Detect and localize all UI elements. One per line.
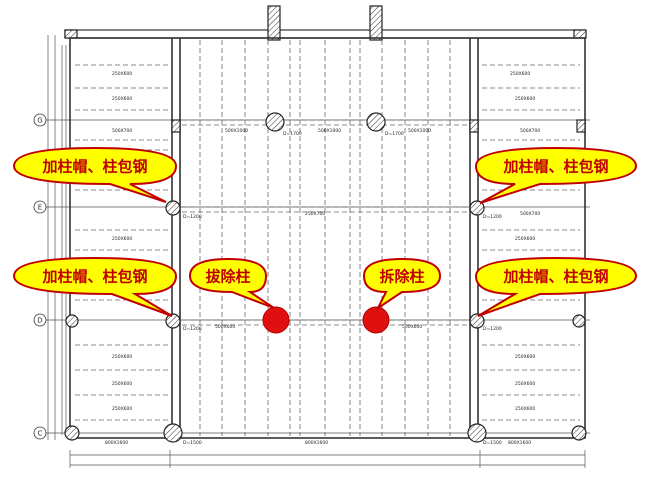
beam-label: 800X1600 <box>508 440 531 446</box>
column-label: D=1500 <box>483 440 502 446</box>
central-horizontal-beams <box>182 119 468 326</box>
callout-text: 加柱帽、柱包钢 <box>41 268 147 286</box>
callout-text: 拆除柱 <box>379 268 424 286</box>
beam-label: 250X600 <box>112 71 132 77</box>
left-bay-beams <box>61 45 170 435</box>
beam-label: 250X600 <box>510 71 530 77</box>
axis-bubbles: G E D C <box>33 113 47 440</box>
callout-text: 加柱帽、柱包钢 <box>502 268 608 286</box>
column-label: D=1200 <box>183 214 202 220</box>
callout-add-cap-left-mid: 加柱帽、柱包钢 <box>12 256 178 317</box>
column-label: D=1700 <box>283 131 302 137</box>
column-label: D=1200 <box>483 326 502 332</box>
beam-label: 250X600 <box>515 381 535 387</box>
beam-label: 250X600 <box>515 96 535 102</box>
beam-label: 500X700 <box>520 211 540 217</box>
callout-text: 加柱帽、柱包钢 <box>41 158 147 176</box>
axis-gridlines <box>45 119 590 434</box>
beam-label: 800X1600 <box>105 440 128 446</box>
callout-add-cap-right-mid: 加柱帽、柱包钢 <box>474 256 638 317</box>
beam-label: 500X700 <box>520 128 540 134</box>
column-label: D=1200 <box>483 214 502 220</box>
beam-label: 250X600 <box>515 354 535 360</box>
callout-add-cap-right-top: 加柱帽、柱包钢 <box>474 146 638 204</box>
column-label: D=1700 <box>385 131 404 137</box>
removed-column-left <box>262 306 290 334</box>
callout-text: 加柱帽、柱包钢 <box>502 158 608 176</box>
beam-label: 800X1600 <box>305 440 328 446</box>
central-labels: 500X1000 500X1000 500X1000 250X700 500X6… <box>183 128 502 446</box>
axis-label-d: D <box>37 317 42 325</box>
column-label: D=1500 <box>183 440 202 446</box>
floor-outline <box>69 37 586 439</box>
central-vertical-beams <box>199 40 451 436</box>
callout-add-cap-left-top: 加柱帽、柱包钢 <box>12 146 178 203</box>
removed-column-right <box>362 306 390 334</box>
right-bay-labels: 250X600 250X600 500X700 500X700 250X600 … <box>508 71 540 446</box>
axis-label-e: E <box>38 204 42 212</box>
beam-label: 250X600 <box>112 354 132 360</box>
beam-label: 250X600 <box>515 406 535 412</box>
beam-label: 250X600 <box>515 236 535 242</box>
beam-label: 500X1000 <box>318 128 341 134</box>
beam-label: 500X1000 <box>408 128 431 134</box>
columns <box>64 112 587 443</box>
beam-label: 250X600 <box>112 236 132 242</box>
beam-label: 500X1000 <box>225 128 248 134</box>
axis-label-g: G <box>37 117 42 125</box>
beam-label: 250X600 <box>112 381 132 387</box>
beam-label: 250X700 <box>305 211 325 217</box>
dimension-lines <box>47 35 586 468</box>
callout-text: 拔除柱 <box>205 268 250 286</box>
callout-remove-column-left: 拔除柱 <box>188 257 275 309</box>
beam-label: 250X600 <box>112 406 132 412</box>
top-wall <box>64 5 587 41</box>
beam-label: 500X600 <box>402 324 422 330</box>
axis-label-c: C <box>38 430 43 438</box>
beam-label: 250X600 <box>112 96 132 102</box>
callout-remove-column-right: 拆除柱 <box>362 257 442 311</box>
beam-label: 500X700 <box>112 128 132 134</box>
beam-label: 500X600 <box>215 324 235 330</box>
right-bay-beams <box>482 64 580 421</box>
column-label: D=1200 <box>183 326 202 332</box>
